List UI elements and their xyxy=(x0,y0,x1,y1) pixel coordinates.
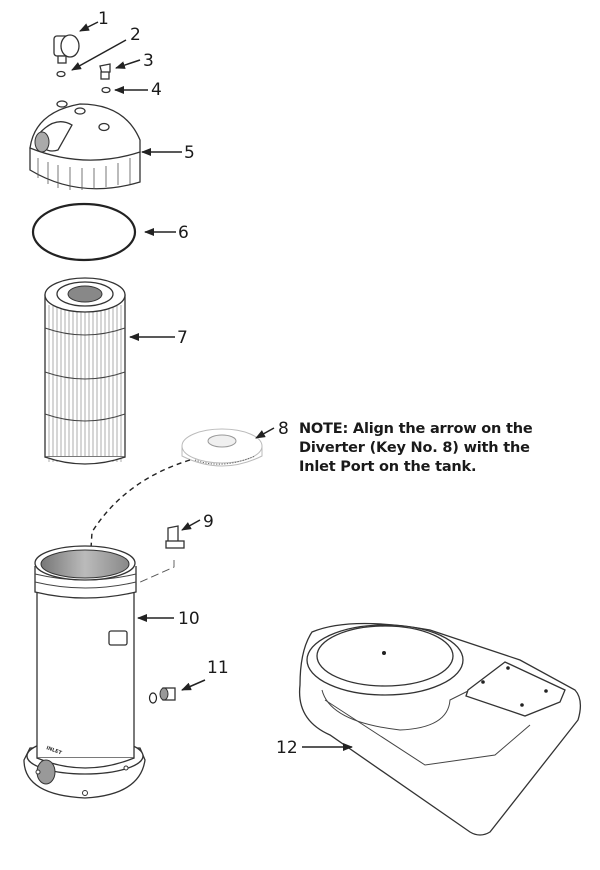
callout-arrow-2 xyxy=(71,39,127,71)
callout-10: 10 xyxy=(178,609,200,629)
part-5-filter-lid xyxy=(29,100,141,190)
part-7-filter-cartridge xyxy=(44,277,126,465)
callout-8: 8 xyxy=(278,419,289,439)
callout-1: 1 xyxy=(98,9,109,29)
part-3-air-relief-valve xyxy=(99,63,111,80)
part-2-o-ring xyxy=(56,70,66,78)
part-4-o-ring xyxy=(101,86,111,94)
tank-body: INLET xyxy=(23,545,146,799)
part-10-housing-clip-seat xyxy=(108,630,128,646)
callout-11: 11 xyxy=(207,658,229,678)
callout-arrow-8 xyxy=(255,427,275,439)
callout-arrow-3 xyxy=(115,59,141,69)
tank-inlet-label: INLET xyxy=(45,745,63,756)
callout-arrow-9 xyxy=(181,519,201,531)
part-11-drain-plug xyxy=(148,687,176,704)
part-6-lid-o-ring xyxy=(31,202,137,262)
callout-4: 4 xyxy=(151,80,162,100)
diverter-placement-path xyxy=(86,459,191,566)
callout-arrow-11 xyxy=(181,679,206,691)
callout-6: 6 xyxy=(178,223,189,243)
callout-9: 9 xyxy=(203,512,214,532)
part-1-pressure-gauge xyxy=(53,34,80,64)
callout-2: 2 xyxy=(130,25,141,45)
callout-7: 7 xyxy=(177,328,188,348)
note-text: Align the arrow on the Diverter (Key No.… xyxy=(299,421,533,475)
part-8-diverter xyxy=(181,428,263,467)
assembly-note: NOTE: Align the arrow on the Diverter (K… xyxy=(299,420,559,477)
note-heading: NOTE: xyxy=(299,421,349,437)
part-12-filter-base xyxy=(298,622,582,836)
callout-3: 3 xyxy=(143,51,154,71)
callout-arrow-1 xyxy=(79,21,99,32)
callout-12: 12 xyxy=(276,738,298,758)
part-9-clip xyxy=(165,525,185,549)
callout-5: 5 xyxy=(184,143,195,163)
